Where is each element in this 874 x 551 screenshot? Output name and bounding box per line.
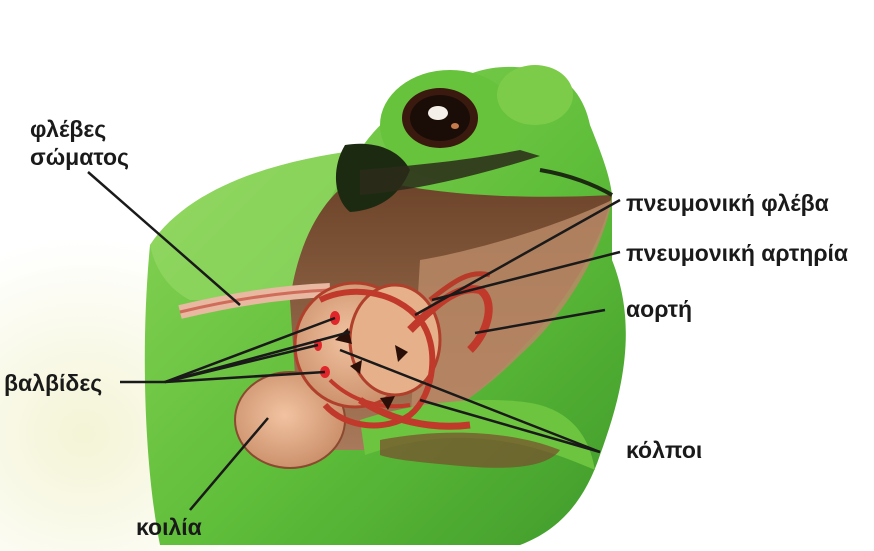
label-ventricle: κοιλία xyxy=(136,514,202,541)
frog-eye-icon xyxy=(402,88,478,148)
label-atria: κόλποι xyxy=(626,437,702,464)
frog-eye-bulge-back xyxy=(497,65,573,125)
label-pulmonary-artery: πνευμονική αρτηρία xyxy=(626,240,874,267)
label-body-veins-line1: φλέβες xyxy=(30,116,106,143)
label-body-veins-line2: σώματος xyxy=(30,144,129,171)
label-pulmonary-vein: πνευμονική φλέβα xyxy=(626,190,829,217)
label-aorta: αορτή xyxy=(626,296,692,323)
label-valves: βαλβίδες xyxy=(4,370,102,397)
